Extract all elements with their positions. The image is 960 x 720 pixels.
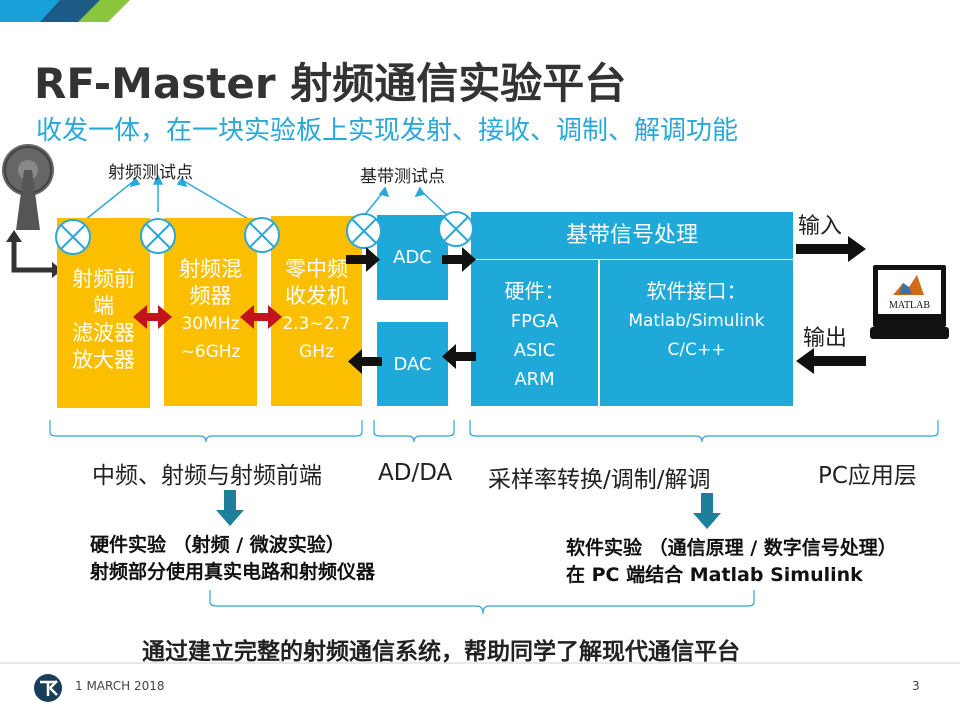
footer-logo-icon: [34, 674, 62, 702]
software-title: 软件接口：: [646, 279, 747, 303]
bb-testpoint-1-icon: [346, 213, 382, 249]
hardware-asic: ASIC: [513, 340, 556, 361]
top-banner: [0, 0, 130, 22]
zero-if-block: 零中频 收发机 2.3~2.7 GHz: [271, 216, 362, 406]
arrow-output: [796, 348, 866, 374]
bidirectional-arrow-2: [240, 305, 282, 329]
arrow-dac-to-rf: [348, 349, 382, 374]
hardware-block: 硬件： FPGA ASIC ARM: [471, 260, 598, 406]
arrow-to-adc: [346, 247, 380, 272]
brace-adda: [373, 420, 455, 443]
rf-frontend-line1: 射频前: [72, 267, 135, 291]
rf-frontend-line4: 放大器: [72, 348, 135, 372]
hardware-fpga: FPGA: [510, 311, 559, 332]
rf-testpoint-3-icon: [244, 217, 280, 253]
brace-bottom: [209, 590, 755, 615]
brace-dsp: [469, 420, 939, 443]
output-label: 输出: [803, 326, 848, 351]
zero-if-line2: 收发机: [285, 284, 348, 308]
slide-title: RF-Master 射频通信实验平台: [34, 59, 627, 108]
category-pc: PC应用层: [818, 463, 917, 489]
rf-testpoint-lines: [84, 174, 251, 221]
hardware-experiment-desc: 射频部分使用真实电路和射频仪器: [90, 561, 376, 583]
baseband-title: 基带信号处理: [565, 223, 698, 248]
matlab-pc-icon: [870, 265, 949, 339]
bb-testpoint-label: 基带测试点: [360, 167, 445, 187]
input-label: 输入: [798, 214, 843, 239]
dac-label: DAC: [393, 354, 432, 375]
rf-mixer-block: 射频混 频器 30MHz ~6GHz: [164, 218, 257, 406]
rf-mixer-line2: 频器: [189, 284, 232, 308]
matlab-logo-text: MATLAB: [888, 300, 931, 311]
arrow-input: [796, 236, 866, 262]
adc-label: ADC: [393, 247, 432, 268]
rf-testpoint-label: 射频测试点: [108, 163, 193, 183]
zero-if-line1: 零中频: [285, 257, 348, 281]
category-dsp: 采样率转换/调制/解调: [488, 467, 711, 493]
antenna-icon: [2, 144, 54, 230]
slide-subtitle: 收发一体，在一块实验板上实现发射、接收、调制、解调功能: [36, 116, 739, 146]
arrow-adc-to-bb: [442, 247, 476, 272]
bb-testpoint-2-icon: [438, 211, 474, 247]
rf-frontend-line2: 端: [93, 294, 114, 318]
baseband-header: 基带信号处理: [471, 212, 793, 259]
rf-testpoint-1-icon: [55, 219, 91, 255]
hardware-experiment-note: 硬件实验 （射频 / 微波实验） 射频部分使用真实电路和射频仪器: [90, 532, 375, 586]
rf-mixer-line3: 30MHz: [181, 314, 240, 334]
software-experiment-title: 软件实验 （通信原理 / 数字信号处理）: [566, 537, 897, 559]
software-c: C/C++: [667, 340, 726, 360]
software-matlab: Matlab/Simulink: [628, 311, 765, 331]
rf-mixer-line1: 射频混: [179, 257, 242, 281]
category-adda: AD/DA: [378, 460, 453, 486]
down-arrow-hardware: [216, 490, 244, 526]
hardware-arm: ARM: [514, 369, 555, 390]
zero-if-line3: 2.3~2.7: [282, 314, 351, 334]
zero-if-line4: GHz: [299, 342, 334, 362]
hardware-experiment-title: 硬件实验 （射频 / 微波实验）: [90, 534, 345, 556]
rf-testpoint-2-icon: [140, 218, 176, 254]
dac-block: DAC: [377, 322, 448, 406]
rf-frontend-line3: 滤波器: [72, 321, 135, 345]
page-number: 3: [912, 679, 920, 693]
brace-rf: [49, 420, 363, 443]
testpoint-circles: [55, 211, 474, 255]
hardware-title: 硬件：: [504, 279, 565, 303]
software-experiment-note: 软件实验 （通信原理 / 数字信号处理） 在 PC 端结合 Matlab Sim…: [566, 535, 897, 589]
bidirectional-arrow-1: [133, 305, 172, 329]
arrow-bb-to-dac: [442, 344, 476, 369]
software-experiment-desc: 在 PC 端结合 Matlab Simulink: [566, 564, 863, 586]
software-block: 软件接口： Matlab/Simulink C/C++: [600, 260, 793, 406]
adc-block: ADC: [377, 215, 448, 300]
rf-mixer-line4: ~6GHz: [180, 342, 241, 362]
conclusion-text: 通过建立完整的射频通信系统，帮助同学了解现代通信平台: [142, 639, 740, 665]
category-rf: 中频、射频与射频前端: [92, 463, 322, 489]
footer-date: 1 MARCH 2018: [75, 679, 165, 693]
down-arrow-software: [693, 493, 721, 529]
